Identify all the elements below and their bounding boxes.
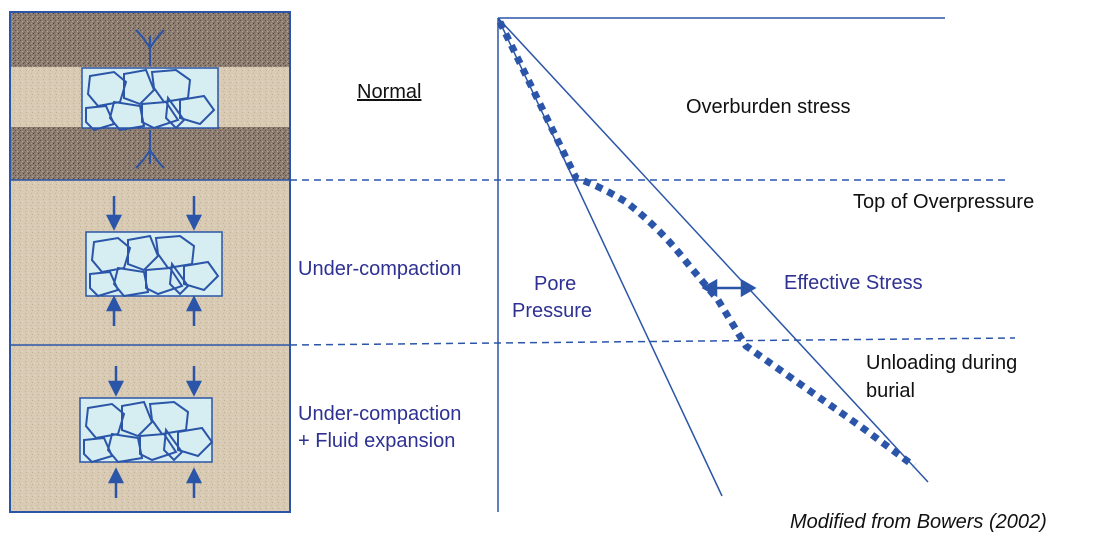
zone-under-compaction <box>10 180 290 345</box>
compression-arrow-up-right <box>185 295 203 326</box>
zone-fluid-expansion <box>10 345 290 512</box>
fluid-escape-arrow-up <box>135 29 165 66</box>
compression-arrow-up-left <box>105 295 123 326</box>
source-credit: Modified from Bowers (2002) <box>790 511 1047 533</box>
fluid-escape-arrow-down <box>135 130 165 169</box>
zone-label-normal: Normal <box>357 81 421 103</box>
unloading-label-line1: Unloading during <box>866 352 1017 374</box>
column-border <box>9 11 291 513</box>
compression-arrow-up-left-2 <box>107 467 125 498</box>
effective-stress-label: Effective Stress <box>784 272 923 294</box>
pore-pressure-label-line1: Pore <box>534 273 576 295</box>
compression-arrow-down-right <box>185 196 203 231</box>
unloading-boundary-line <box>289 337 1016 346</box>
zone-label-under-compaction: Under-compaction <box>298 258 461 280</box>
zone-normal <box>10 12 290 180</box>
pore-pressure-label-line2: Pressure <box>512 300 592 322</box>
compression-arrow-down-right-2 <box>185 366 203 397</box>
overburden-stress-line <box>497 17 929 483</box>
unloading-label-line2: burial <box>866 380 915 402</box>
hydrostatic-pressure-line <box>497 17 723 497</box>
compression-arrow-down-left-2 <box>107 366 125 397</box>
zone-label-fluid-expansion-line2: + Fluid expansion <box>298 430 455 452</box>
effective-stress-arrow <box>701 278 757 298</box>
compression-arrow-down-left <box>105 196 123 231</box>
overburden-stress-label: Overburden stress <box>686 96 851 118</box>
zone-label-fluid-expansion-line1: Under-compaction <box>298 403 461 425</box>
compression-arrow-up-right-2 <box>185 467 203 498</box>
top-of-overpressure-label: Top of Overpressure <box>853 191 1034 213</box>
